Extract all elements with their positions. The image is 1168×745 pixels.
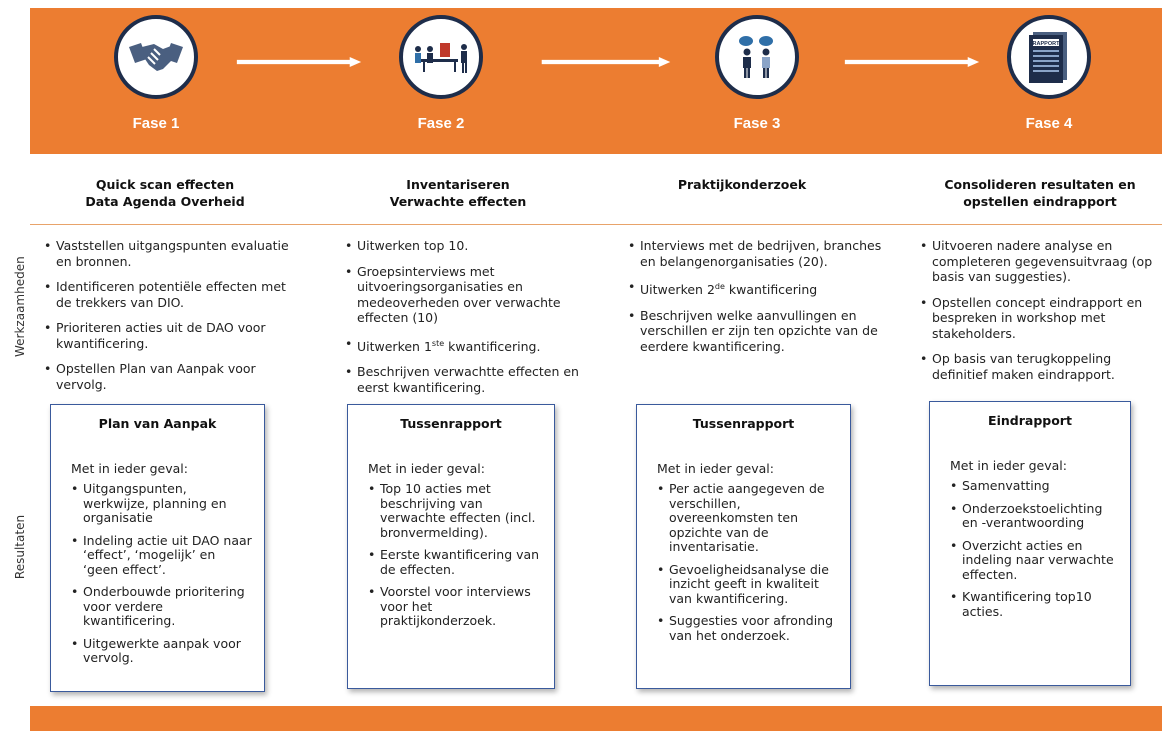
column-title-line: Verwachte effecten	[389, 194, 527, 209]
result-box-intro: Met in ieder geval:	[368, 461, 485, 476]
column-title-4: Consolideren resultaten en opstellen ein…	[915, 176, 1165, 210]
column-title-3: Praktijkonderzoek	[617, 176, 867, 193]
handshake-icon	[129, 43, 183, 71]
list-item: Kwantificering top10 acties.	[950, 589, 1118, 619]
list-item: Uitwerken top 10.	[345, 238, 600, 254]
report-icon-text: RAPPORT	[1033, 41, 1061, 47]
column-title-line: Consolideren resultaten en	[944, 177, 1136, 192]
list-item: Uitwerken 1ste kwantificering.	[345, 336, 600, 355]
phase-1-label: Fase 1	[132, 115, 180, 132]
phase-4-label: Fase 4	[1025, 115, 1073, 132]
list-item: Uitgangspunten, werkwijze, planning en o…	[71, 481, 252, 526]
list-item: Samenvatting	[950, 478, 1118, 494]
activities-list-3: Interviews met de bedrijven, branches en…	[628, 238, 888, 364]
arrow-right-icon	[541, 57, 671, 67]
list-item: Eerste kwantificering van de effecten.	[368, 547, 542, 577]
list-item: Op basis van terugkoppeling definitief m…	[920, 351, 1160, 382]
activities-list-4: Uitvoeren nadere analyse en completeren …	[920, 238, 1160, 392]
list-item: Overzicht acties en indeling naar verwac…	[950, 538, 1118, 583]
column-title-1: Quick scan effecten Data Agenda Overheid	[40, 176, 290, 210]
result-box-1: Plan van Aanpak Met in ieder geval: Uitg…	[50, 404, 265, 692]
result-box-intro: Met in ieder geval:	[950, 458, 1067, 473]
list-item: Top 10 acties met beschrijving van verwa…	[368, 481, 542, 540]
arrow-right-icon	[236, 57, 362, 67]
phase-1: Fase 1	[91, 15, 221, 155]
list-item: Uitwerken 2de kwantificering	[628, 279, 888, 298]
meeting-icon	[415, 43, 467, 73]
phase-4: RAPPORT Fase 4	[984, 15, 1114, 155]
result-box-title: Eindrapport	[988, 413, 1072, 428]
side-label-werkzaamheden: Werkzaamheden	[13, 256, 27, 357]
list-item: Voorstel voor interviews voor het prakti…	[368, 584, 542, 629]
list-item: Suggesties voor afronding van het onderz…	[657, 613, 838, 643]
list-item: Beschrijven verwachtte effecten en eerst…	[345, 364, 600, 395]
phase-2-label: Fase 2	[417, 115, 465, 132]
result-items: Per actie aangegeven de verschillen, ove…	[637, 481, 850, 643]
list-item: Uitvoeren nadere analyse en completeren …	[920, 238, 1160, 285]
conversation-icon	[739, 36, 773, 78]
arrow-right-icon	[844, 57, 980, 67]
phase-3-circle	[715, 15, 799, 99]
phase-2: Fase 2	[376, 15, 506, 155]
footer-banner	[30, 706, 1162, 731]
list-item: Opstellen Plan van Aanpak voor vervolg.	[44, 361, 300, 392]
phase-2-circle	[399, 15, 483, 99]
list-item: Beschrijven welke aanvullingen en versch…	[628, 308, 888, 355]
phase-3: Fase 3	[692, 15, 822, 155]
column-title-line: Quick scan effecten	[95, 177, 235, 192]
result-box-intro: Met in ieder geval:	[657, 461, 774, 476]
column-title-line: Praktijkonderzoek	[677, 177, 807, 192]
list-item: Interviews met de bedrijven, branches en…	[628, 238, 888, 269]
list-item: Per actie aangegeven de verschillen, ove…	[657, 481, 838, 555]
column-title-line: Data Agenda Overheid	[85, 194, 245, 209]
activities-list-1: Vaststellen uitgangspunten evaluatie en …	[44, 238, 300, 402]
result-items: Uitgangspunten, werkwijze, planning en o…	[51, 481, 264, 666]
list-item: Groepsinterviews met uitvoeringsorganisa…	[345, 264, 600, 326]
column-title-line: Inventariseren	[406, 177, 510, 192]
result-box-3: Tussenrapport Met in ieder geval: Per ac…	[636, 404, 851, 689]
result-box-title: Tussenrapport	[692, 416, 795, 431]
result-items: Samenvatting Onderzoekstoelichting en -v…	[930, 478, 1130, 619]
list-item: Opstellen concept eindrapport en besprek…	[920, 295, 1160, 342]
section-divider	[30, 224, 1162, 225]
list-item: Onderbouwde prioritering voor verdere kw…	[71, 584, 252, 629]
result-box-title: Plan van Aanpak	[98, 416, 217, 431]
list-item: Gevoeligheidsanalyse die inzicht geeft i…	[657, 562, 838, 607]
report-icon: RAPPORT	[1029, 32, 1067, 83]
header-banner	[30, 8, 1162, 154]
list-item: Indeling actie uit DAO naar ‘effect’, ‘m…	[71, 533, 252, 578]
result-box-4: Eindrapport Met in ieder geval: Samenvat…	[929, 401, 1131, 686]
phase-4-circle: RAPPORT	[1007, 15, 1091, 99]
list-item: Onderzoekstoelichting en -verantwoording	[950, 501, 1118, 531]
phase-3-label: Fase 3	[733, 115, 781, 132]
phase-1-circle	[114, 15, 198, 99]
result-box-title: Tussenrapport	[400, 416, 502, 431]
result-box-2: Tussenrapport Met in ieder geval: Top 10…	[347, 404, 555, 689]
list-item: Identificeren potentiële effecten met de…	[44, 279, 300, 310]
result-box-intro: Met in ieder geval:	[71, 461, 188, 476]
list-item: Uitgewerkte aanpak voor vervolg.	[71, 636, 252, 666]
list-item: Prioriteren acties uit de DAO voor kwant…	[44, 320, 300, 351]
column-title-2: Inventariseren Verwachte effecten	[333, 176, 583, 210]
activities-list-2: Uitwerken top 10. Groepsinterviews met u…	[345, 238, 600, 405]
column-title-line: opstellen eindrapport	[963, 194, 1117, 209]
list-item: Vaststellen uitgangspunten evaluatie en …	[44, 238, 300, 269]
side-label-resultaten: Resultaten	[13, 514, 27, 580]
result-items: Top 10 acties met beschrijving van verwa…	[348, 481, 554, 629]
